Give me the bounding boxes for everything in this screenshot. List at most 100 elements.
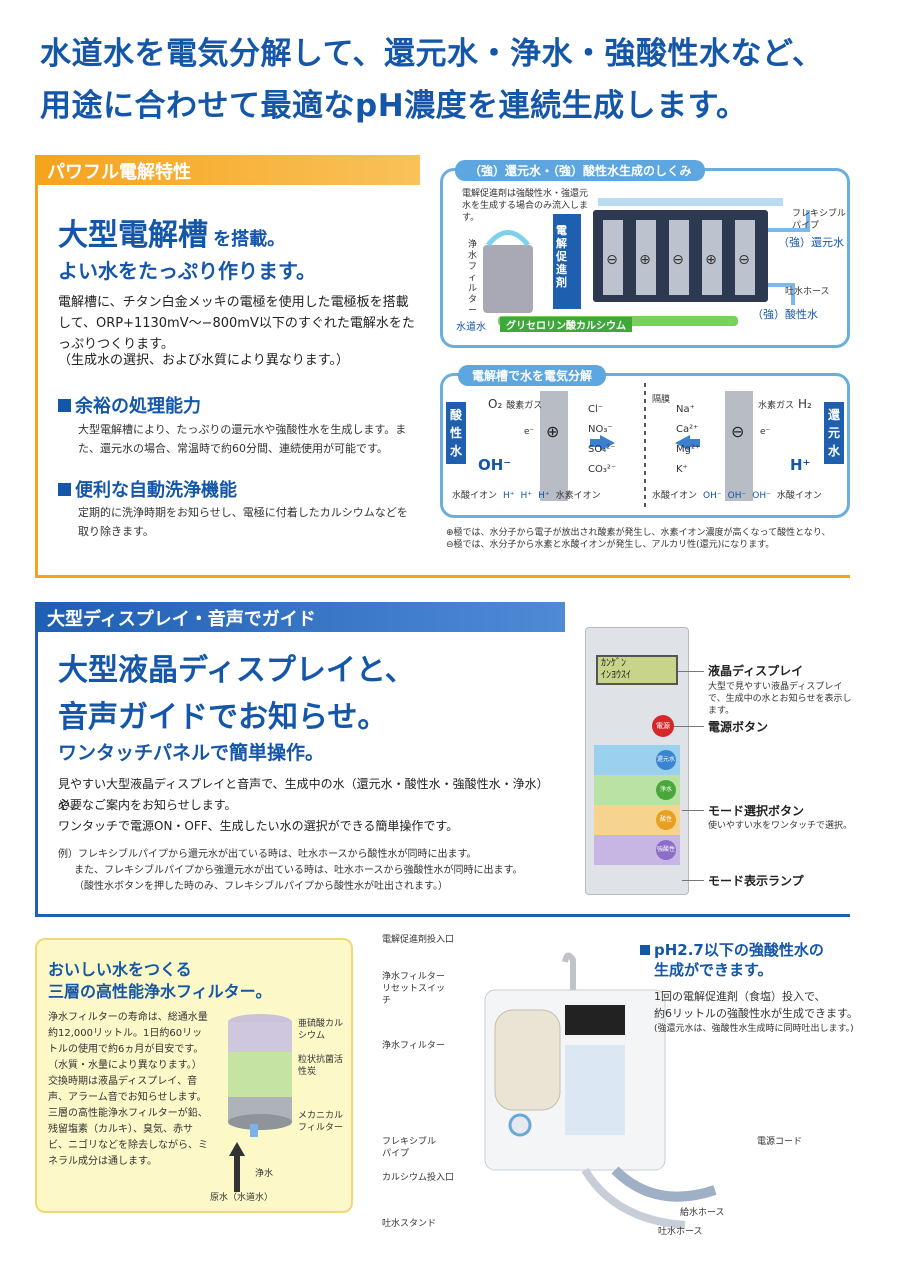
section1-title: 大型電解槽 を搭載。 [58, 210, 438, 254]
diagram2-h-big: H⁺ [790, 456, 811, 474]
prod-label-calcium: カルシウム投入口 [382, 1173, 455, 1183]
section1-p1: 電解槽に、チタン白金メッキの電極を使用した電極板を搭載して、ORP+1130mV… [58, 295, 415, 352]
label-mode: モード選択ボタン [708, 804, 805, 818]
diagram1-tap: 水道水 [456, 322, 486, 333]
prod-label-outlet: 吐水ホース [658, 1227, 703, 1237]
raw-arrow-shape [229, 1142, 245, 1192]
diagram2-acid-tag: 酸性水 [446, 402, 466, 464]
mode-button-purified[interactable]: 浄水 [656, 780, 676, 800]
h2-gas-label: 水素ガス [758, 401, 795, 411]
section4-heading1: pH2.7以下の強酸性水の [654, 941, 824, 959]
section2-frame [35, 602, 850, 917]
diagram1-illustration [483, 198, 810, 326]
unit-filter [494, 1009, 561, 1111]
electrode-sign-4: ⊖ [738, 252, 750, 268]
ion-right-1: Ca²⁺ [676, 424, 699, 435]
flexible-pipe [562, 952, 576, 1000]
square-bullet-icon [640, 945, 650, 955]
prod-label-stand: 吐水スタンド [382, 1219, 437, 1229]
prod-label-filter: 浄水フィルター [382, 1041, 445, 1051]
diagram1-promoter: 電解促進剤 [556, 224, 567, 289]
electrode [603, 220, 623, 295]
ion-right-2: Mg²⁺ [676, 444, 701, 455]
diagram2-note1: ⊕極では、水分子から電子が放出され酸素が発生し、水素イオン濃度が高くなって酸性と… [446, 528, 831, 538]
diagram2-oh-big: OH⁻ [478, 456, 512, 474]
unit-lcd [565, 1005, 625, 1035]
section1-h2-body: 定期的に洗浄時期をお知らせし、電極に付着したカルシウムなどを取り除きます。 [78, 506, 408, 538]
filter-box [35, 938, 353, 1213]
unit-panel [565, 1045, 625, 1135]
page-headline: 水道水を電気分解して、還元水・浄水・強酸性水など、 用途に合わせて最適なpH濃度… [40, 28, 870, 132]
diagram1-electrodes: ⊖ ⊕ ⊖ ⊕ ⊖ [603, 252, 778, 268]
h-plus-left-2: H⁺ [520, 491, 533, 501]
section4-heading2: 生成ができます。 [654, 961, 773, 979]
ion-right-3: K⁺ [676, 464, 688, 475]
mode-button-strong-acid[interactable]: 強酸性 [656, 840, 676, 860]
leader-line [674, 726, 704, 727]
filter-shape [483, 245, 533, 313]
mode-button-alkaline[interactable]: 還元水 [656, 750, 676, 770]
lcd-display: ｶﾝｹﾞﾝ ｲﾝﾖｳｽｲ [596, 655, 678, 685]
prod-label-supply: 給水ホース [680, 1208, 725, 1218]
mode-row-purified: 浄水 [594, 775, 680, 805]
electrode-sign-1: ⊕ [639, 252, 651, 268]
square-bullet-icon [58, 399, 71, 412]
layer1-label: 亜硫酸カルシウム [298, 1019, 344, 1041]
prod-label-reset: 浄水フィルターリセットスイッチ [382, 972, 446, 1006]
section1-h2-text: 便利な自動洗浄機能 [75, 480, 237, 501]
oh-ion-label-right2: 水酸イオン [776, 491, 822, 501]
mode-row-acid: 酸性 [594, 805, 680, 835]
diagram2-minus: ⊖ [731, 422, 745, 441]
oh-minus-right-1: OH⁻ [703, 491, 722, 501]
calcium-inlet-shape [508, 1113, 532, 1137]
section4-heading-line1: pH2.7以下の強酸性水の [640, 940, 824, 960]
filter-bottom [228, 1114, 292, 1130]
oh-ion-label-left: 水酸イオン [452, 491, 498, 501]
oh-minus-right-2: OH⁻ [727, 491, 747, 501]
electrode [636, 220, 656, 295]
section2-subtitle: ワンタッチパネルで簡単操作。 [58, 742, 325, 764]
ion-right-0: Na⁺ [676, 404, 695, 415]
diagram1-note: 電解促進剤は強酸性水・強還元水を生成する場合のみ流入します。 [462, 189, 589, 223]
diagram2-alk-tag: 還元水 [824, 402, 844, 464]
diagram2-bottom-left: 水酸イオン H⁺ H⁺ H⁺ 水素イオン [452, 490, 652, 502]
diagram2-note2: ⊖極では、水分子から水素と水酸イオンが発生し、アルカリ性(還元)になります。 [446, 540, 775, 550]
section1-h1-body: 大型電解槽により、たっぷりの還元水や強酸性水を生成します。また、還元水の場合、常… [78, 423, 407, 455]
section4-text2: 約6リットルの強酸性水が生成できます。 [654, 1007, 858, 1020]
leader-line [682, 810, 704, 811]
hose-shape-2 [581, 1167, 686, 1229]
section2-title1: 大型液晶ディスプレイと、 [58, 653, 415, 688]
section1-h1-text: 余裕の処理能力 [75, 396, 201, 417]
electrode [669, 220, 689, 295]
cathode [725, 391, 753, 501]
ion-left-3: CO₃²⁻ [588, 464, 617, 475]
diagram2-bottom-right: 水酸イオン OH⁻ OH⁻ OH⁻ 水酸イオン [652, 490, 842, 502]
label-display: 液晶ディスプレイ [708, 664, 804, 678]
mode-button-acid[interactable]: 酸性 [656, 810, 676, 830]
diagram1-acid: （強）酸性水 [752, 308, 818, 321]
power-button[interactable]: 電源 [652, 715, 674, 737]
section2-p3: ワンタッチで電源ON・OFF、生成したい水の選択ができる簡単操作です。 [58, 819, 459, 833]
right-arrow-icon [675, 435, 700, 451]
h-ion-label: 水素イオン [555, 491, 601, 501]
section2-ex2: また、フレキシブルパイプから強還元水が出ている時は、吐水ホースから強酸性水が同時… [74, 865, 523, 876]
product-illustration [484, 952, 717, 1229]
electrode-sign-0: ⊖ [606, 252, 618, 268]
raw-label: 原水（水道水） [210, 1193, 274, 1203]
diagram2-illustration [540, 383, 753, 508]
section1-p1-note: （生成水の選択、および水質により異なります。） [58, 353, 349, 368]
diagram1-alk: （強）還元水 [778, 236, 844, 249]
section3-title2: 三層の高性能浄水フィルター。 [48, 982, 272, 1001]
label-display-text: 大型で見やすい液晶ディスプレイで、生成中の水とお知らせを表示します。 [708, 682, 852, 716]
lcd-line2: ｲﾝﾖｳｽｲ [601, 670, 631, 681]
h2-label: H₂ [798, 397, 812, 411]
section4-text1: 1回の電解促進剤（食塩）投入で、 [654, 990, 826, 1003]
mode-row-alkaline: 還元水 [594, 745, 680, 775]
prod-label-flex: フレキシブルパイプ [382, 1137, 437, 1159]
label-mode-text: 使いやすい水をワンタッチで選択。 [708, 821, 853, 831]
mode-panel: 還元水 浄水 酸性 強酸性 [594, 745, 680, 865]
diagram1-hose: 吐水ホース [785, 287, 830, 297]
section2-p2: 必要なご案内をお知らせします。 [58, 798, 237, 812]
section1-title-big: 大型電解槽 [58, 218, 208, 253]
flow-arrow-icon [486, 230, 530, 247]
